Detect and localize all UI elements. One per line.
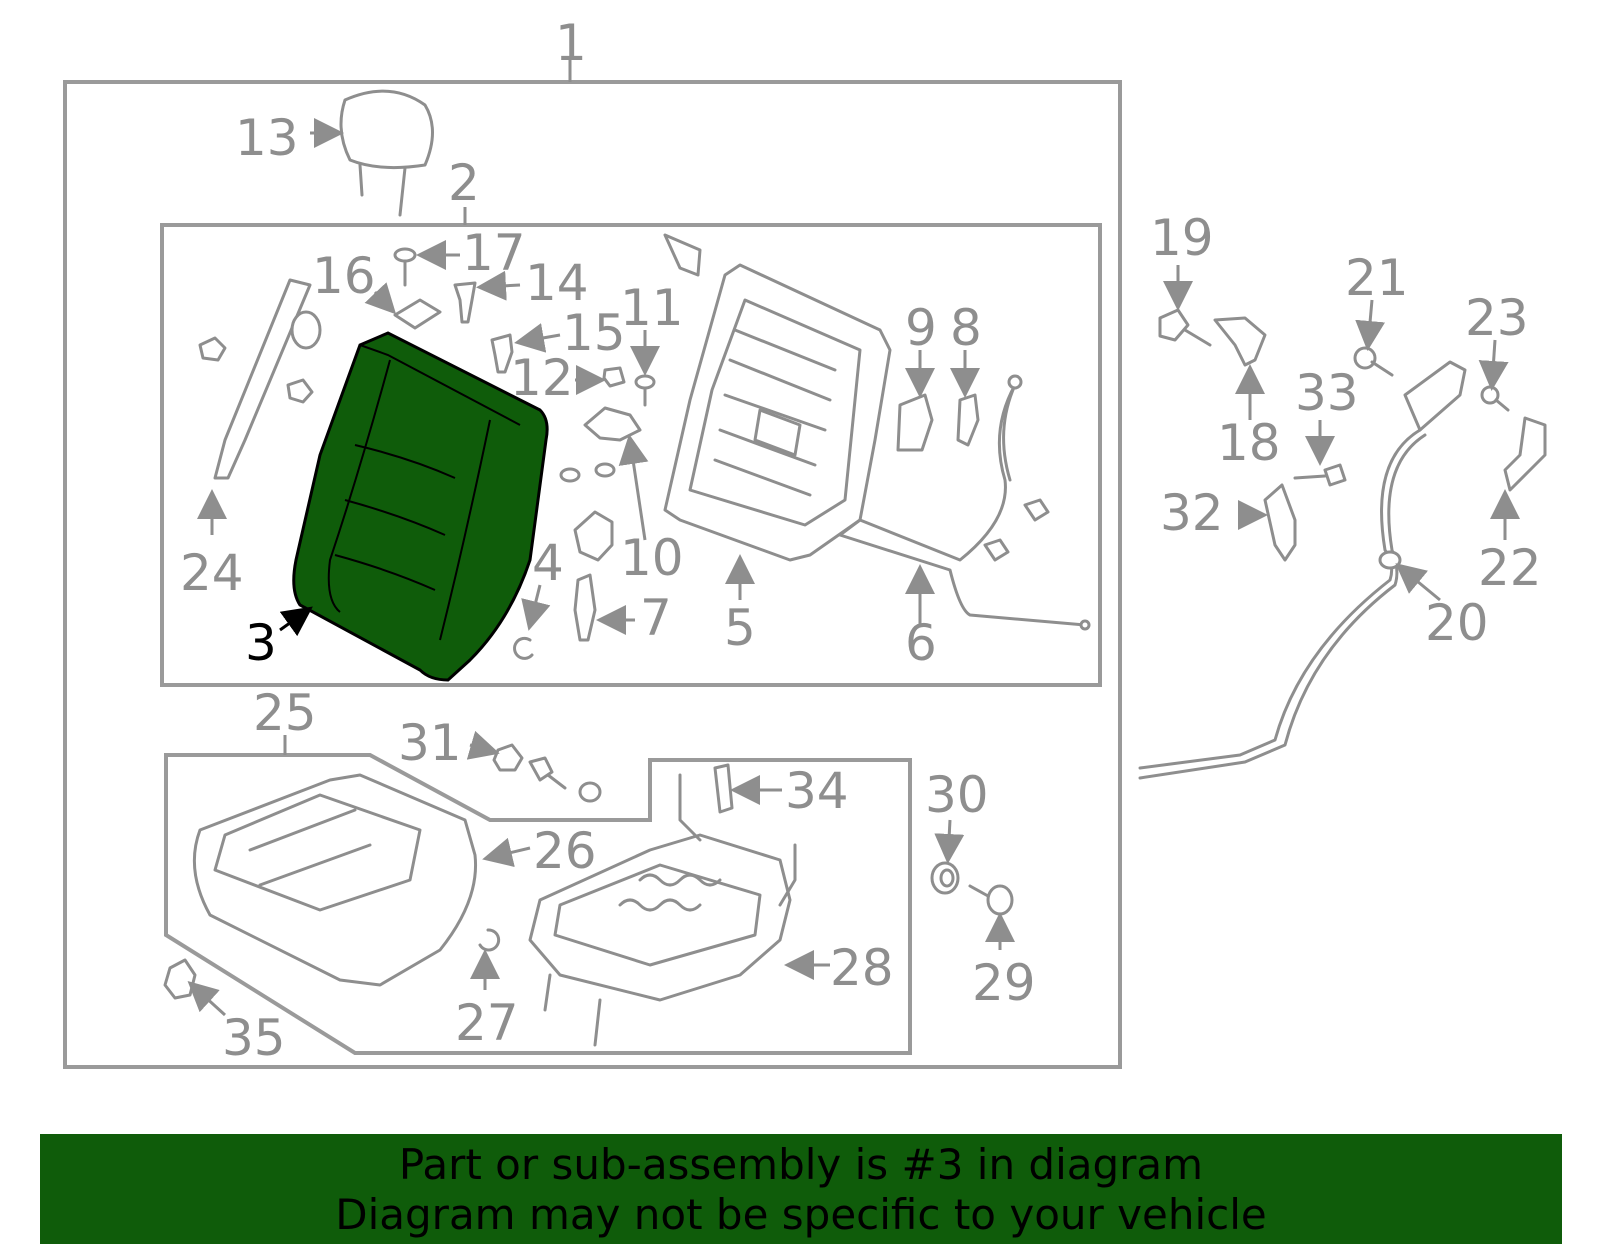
clip-27-part[interactable] xyxy=(470,928,501,990)
callout-30: 30 xyxy=(925,766,989,824)
parts-diagram: 1 2 3 4 5 6 7 8 9 10 11 12 13 14 15 16 1… xyxy=(63,14,1547,1069)
callout-21: 21 xyxy=(1345,249,1409,307)
callout-3-highlighted: 3 xyxy=(245,614,277,672)
bolt-31b-part[interactable] xyxy=(528,756,602,803)
callout-18: 18 xyxy=(1217,414,1281,472)
seat-back-box xyxy=(160,223,1102,687)
callout-23: 23 xyxy=(1465,289,1529,347)
cap-35-part[interactable] xyxy=(163,958,227,1017)
callout-10: 10 xyxy=(620,529,684,587)
clip-4-part[interactable] xyxy=(513,584,551,660)
callout-27: 27 xyxy=(455,994,519,1052)
fastener-16-part[interactable] xyxy=(364,282,442,330)
screw-21-part[interactable] xyxy=(1353,299,1394,377)
callout-35: 35 xyxy=(222,1009,286,1067)
callout-15: 15 xyxy=(562,304,626,362)
callout-9: 9 xyxy=(905,299,937,357)
nut-12-part[interactable] xyxy=(575,365,626,395)
screw-23-part[interactable] xyxy=(1478,339,1510,412)
cover-9-part[interactable] xyxy=(896,350,935,452)
callout-19: 19 xyxy=(1150,209,1214,267)
cushion-frame-28-part[interactable] xyxy=(528,773,830,1047)
callout-29: 29 xyxy=(972,954,1036,1012)
callout-8: 8 xyxy=(950,299,982,357)
banner-line-2: Diagram may not be specific to your vehi… xyxy=(335,1190,1267,1239)
assembly-box xyxy=(63,80,1122,1069)
callout-28: 28 xyxy=(830,939,894,997)
seat-belt-part[interactable] xyxy=(197,278,322,535)
nut-31-part[interactable] xyxy=(466,730,524,772)
grommet-30-part[interactable] xyxy=(930,819,965,895)
callout-33: 33 xyxy=(1295,364,1359,422)
disclaimer-banner: Part or sub-assembly is #3 in diagram Di… xyxy=(40,1134,1562,1244)
callout-4: 4 xyxy=(532,534,564,592)
bracket-18-part[interactable] xyxy=(1213,316,1267,420)
callout-20: 20 xyxy=(1425,594,1489,652)
seat-cushion-26-part[interactable] xyxy=(192,773,531,987)
callout-1: 1 xyxy=(555,14,587,72)
callout-2: 2 xyxy=(448,154,480,212)
latch-7-part[interactable] xyxy=(573,573,635,642)
callout-25: 25 xyxy=(253,684,317,742)
bolt-19-part[interactable] xyxy=(1158,265,1212,347)
clip-17-part[interactable] xyxy=(393,240,460,287)
clip-14-part[interactable] xyxy=(453,270,521,324)
callout-11: 11 xyxy=(620,279,684,337)
clip-34-part[interactable] xyxy=(713,763,782,814)
release-cable-6-part[interactable] xyxy=(838,374,1091,631)
bolt-29-part[interactable] xyxy=(968,884,1015,950)
handle-cable-20-part[interactable] xyxy=(1138,360,1467,780)
callout-31: 31 xyxy=(398,714,462,772)
callout-5: 5 xyxy=(724,599,756,657)
cushion-box xyxy=(164,753,912,1055)
screw-11-part[interactable] xyxy=(630,330,660,407)
callout-17: 17 xyxy=(462,224,526,282)
seat-back-frame-part[interactable] xyxy=(663,233,892,600)
headrest-part[interactable] xyxy=(310,89,434,217)
bracket-32-part[interactable] xyxy=(1238,483,1297,562)
callout-14: 14 xyxy=(525,254,589,312)
bolt-33-part[interactable] xyxy=(1293,420,1347,487)
callout-16: 16 xyxy=(312,247,376,305)
callout-26: 26 xyxy=(533,822,597,880)
callout-6: 6 xyxy=(905,614,937,672)
callout-13: 13 xyxy=(235,109,299,167)
callout-34: 34 xyxy=(785,762,849,820)
bracket-8-part[interactable] xyxy=(950,350,980,447)
callout-12: 12 xyxy=(510,349,574,407)
bracket-22-part[interactable] xyxy=(1490,416,1547,540)
bracket-10-part[interactable] xyxy=(559,406,649,562)
callout-32: 32 xyxy=(1160,484,1224,542)
clip-15-part[interactable] xyxy=(490,323,561,374)
callout-24: 24 xyxy=(180,544,244,602)
callout-22: 22 xyxy=(1478,539,1542,597)
banner-line-1: Part or sub-assembly is #3 in diagram xyxy=(398,1140,1204,1189)
seat-back-cover-highlighted[interactable] xyxy=(279,331,549,682)
callout-7: 7 xyxy=(640,589,672,647)
